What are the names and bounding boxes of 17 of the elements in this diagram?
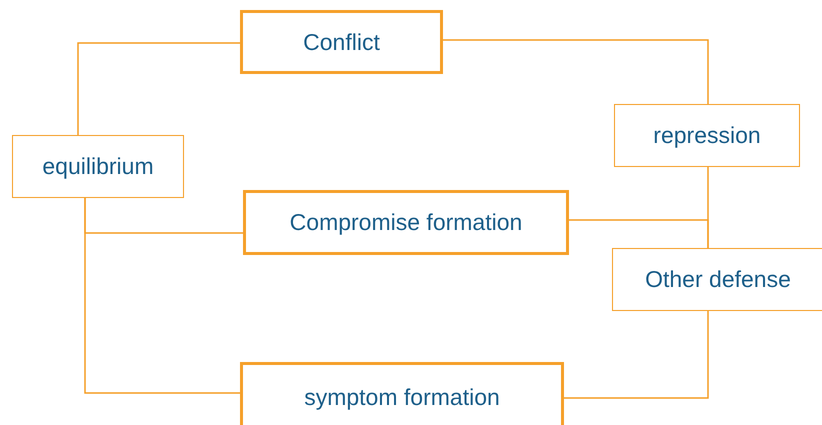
process-box xyxy=(614,104,800,167)
connector-line xyxy=(564,311,709,399)
box-label: symptom formation xyxy=(304,384,500,410)
process-box xyxy=(240,10,443,74)
box-label: repression xyxy=(653,122,761,149)
box-label: Other defense xyxy=(645,266,791,293)
connector-line xyxy=(569,219,709,248)
connector-line xyxy=(443,39,709,104)
box-label: Compromise formation xyxy=(290,209,522,236)
process-box xyxy=(612,248,822,311)
connector-line xyxy=(84,198,240,394)
connector-line xyxy=(77,42,240,135)
process-box xyxy=(243,190,569,255)
process-box xyxy=(12,135,184,198)
box-label: equilibrium xyxy=(42,153,154,180)
box-label: Conflict xyxy=(303,28,380,56)
process-box xyxy=(240,362,564,425)
